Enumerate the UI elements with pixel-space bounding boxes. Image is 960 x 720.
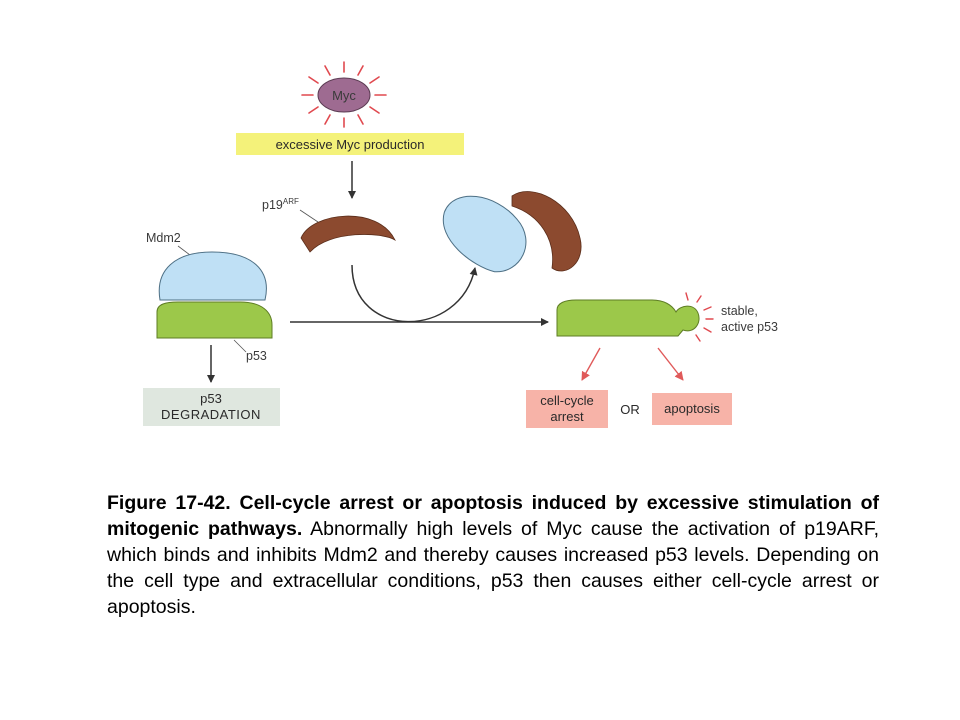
cell-cycle-arrest-line1: cell-cycle [540,393,593,408]
p53-label: p53 [246,349,267,363]
myc-label: Myc [332,88,356,103]
curved-arrow-binding [351,264,478,323]
p53-leader-line [233,339,247,353]
myc-rays [301,61,387,128]
stable-p53-line2: active p53 [721,320,778,334]
p53-shape [156,301,273,339]
apoptosis-label: apoptosis [664,401,720,416]
p19arf-shape [300,215,396,253]
p19arf-leader-line [299,209,319,223]
mdm2-shape [158,251,267,301]
or-label: OR [620,402,640,417]
stable-p53-rays [685,292,714,342]
caption-title: Figure 17-42. Cell-cycle arrest or apopt… [107,492,879,540]
p53-degradation-line2: DEGRADATION [161,407,261,422]
arrow-to-cell-cycle-arrest [581,347,601,381]
apoptosis-box [652,393,732,425]
cell-cycle-arrest-line2: arrest [550,409,584,424]
caption-body: Abnormally high levels of Myc cause the … [107,518,879,618]
p53-degradation-box [143,388,280,426]
mdm2-p19arf-complex-p19arf [511,191,582,272]
mdm2-p19arf-complex-mdm2 [442,195,527,273]
p53-degradation-line1: p53 [200,391,222,406]
p19arf-label: p19ARF [262,197,299,212]
figure-caption: Figure 17-42. Cell-cycle arrest or apopt… [107,490,879,620]
myc-p53-pathway-diagram: Myc excessive Myc production p19ARF Mdm2… [143,61,778,428]
myc-production-label: excessive Myc production [276,137,425,152]
myc-ellipse [317,77,371,113]
myc-production-highlight [236,133,464,155]
mdm2-label: Mdm2 [146,231,181,245]
arrow-to-apoptosis [657,347,684,381]
cell-cycle-arrest-box [526,390,608,428]
stable-p53-shape [556,299,700,337]
stable-p53-line1: stable, [721,304,758,318]
